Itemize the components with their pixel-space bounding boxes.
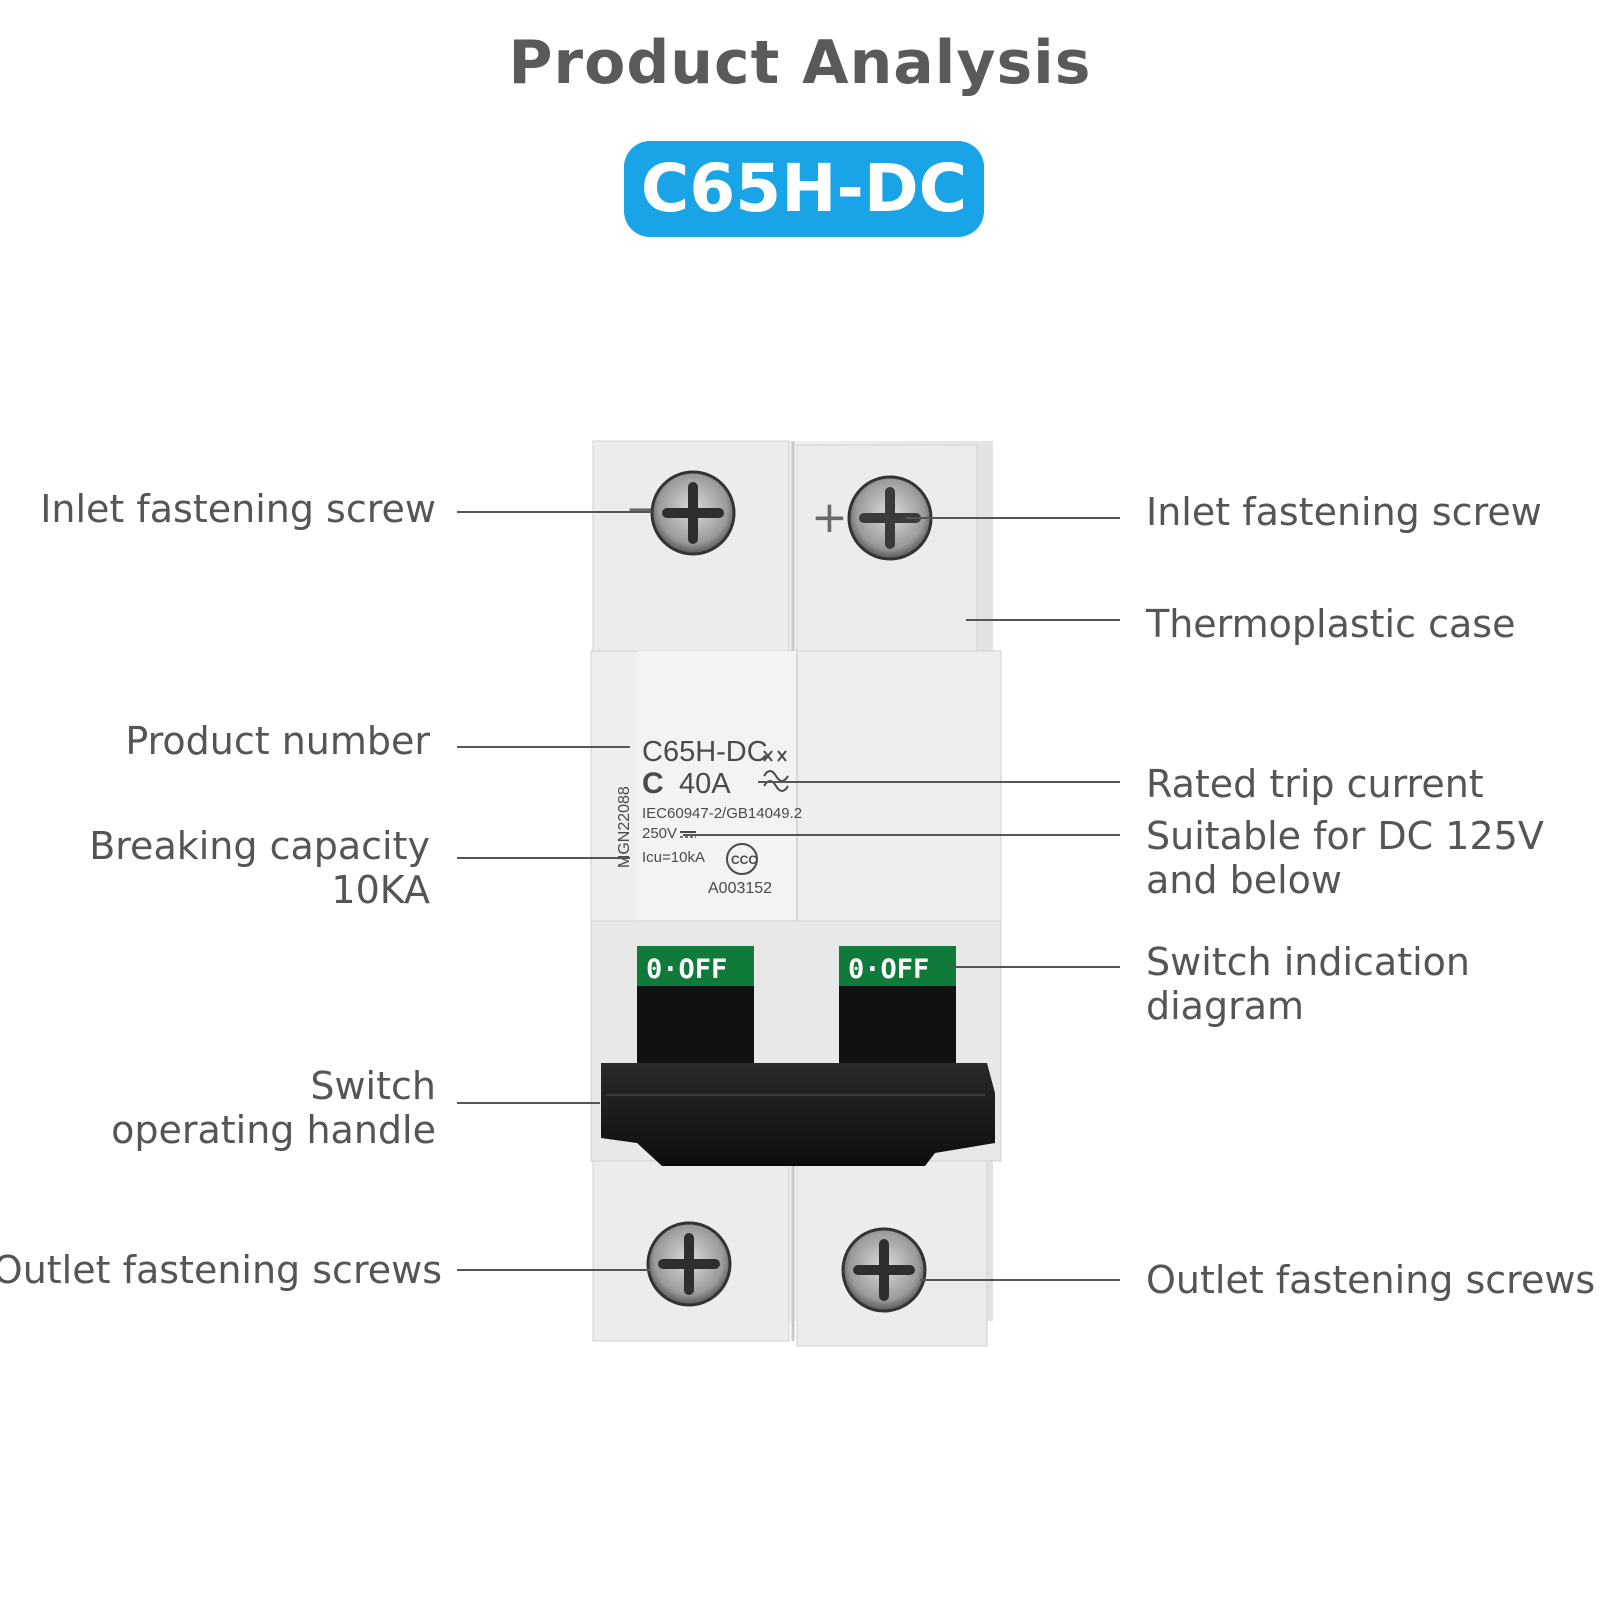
marking-current: 40A [679,768,731,800]
thermoplastic-case [590,440,1002,1347]
page-title: Product Analysis [508,28,1092,98]
marking-serial: MGN22088 [616,786,633,868]
label-outlet-screws-left: Outlet fastening screws [0,1248,442,1292]
marking-icu: Icu=10kA [642,849,705,866]
label-operating-handle: Switch operating handle [111,1064,436,1152]
pointer-lines [457,511,1120,1281]
indicator-left-text: 0·OFF [646,954,727,985]
switch-indication-line1: Switch indication [1146,940,1471,984]
ccc-cert-mark: CCC [726,843,758,875]
outlet-screw-left [646,1221,732,1307]
outlet-screw-right [841,1227,927,1313]
operating-handle [601,1063,995,1166]
device-markings: C65H-DC C 40A IEC60947-2/GB14049.2 250V … [616,736,802,897]
label-inlet-screw-right: Inlet fastening screw [1146,490,1542,534]
polarity-plus-label: + [811,492,848,543]
label-outlet-screws-right: Outlet fastening screws [1146,1258,1596,1302]
switch-indicator-right: 0·OFF [839,946,956,1066]
switch-indication-line2: diagram [1146,984,1305,1028]
marking-voltage: 250V [642,825,677,842]
breaking-capacity-line1: Breaking capacity [89,824,430,868]
marking-standard: IEC60947-2/GB14049.2 [642,805,802,822]
dc-rating-line1: Suitable for DC 125V [1146,814,1544,858]
marking-curve: C [642,767,664,800]
label-rated-trip-current: Rated trip current [1146,762,1484,806]
dc-rating-line2: and below [1146,858,1342,902]
switch-indicator-left: 0·OFF [637,946,754,1066]
label-breaking-capacity: Breaking capacity 10KA [89,824,430,912]
label-dc-rating: Suitable for DC 125V and below [1146,814,1544,902]
breaking-capacity-line2: 10KA [331,868,430,912]
inlet-screw-left [650,470,736,556]
marking-cert-code: A003152 [708,880,772,897]
label-switch-indication: Switch indication diagram [1146,940,1470,1028]
label-inlet-screw-left: Inlet fastening screw [40,487,436,531]
handle-line2: operating handle [111,1108,436,1152]
label-product-number: Product number [125,719,430,763]
marking-model: C65H-DC [642,736,768,768]
cert-mark-text: CCC [731,853,757,867]
indicator-right-text: 0·OFF [848,954,929,985]
model-badge: C65H-DC [624,141,984,237]
handle-line1: Switch [310,1064,436,1108]
label-thermoplastic-case: Thermoplastic case [1146,602,1516,646]
